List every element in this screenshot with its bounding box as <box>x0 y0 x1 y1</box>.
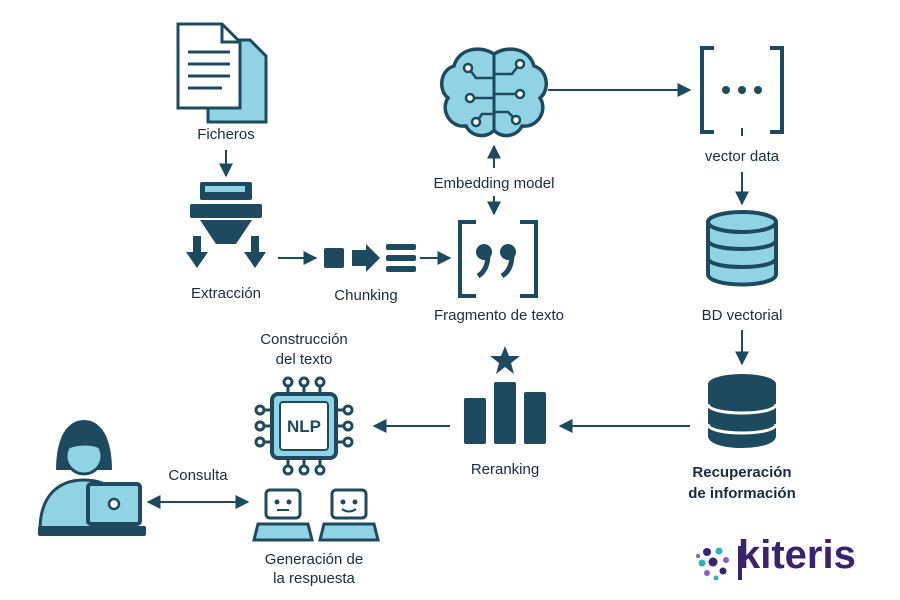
robots-icon <box>252 488 380 542</box>
label-vector-data: vector data <box>704 148 780 165</box>
label-consulta: Consulta <box>168 467 228 484</box>
label-construccion-line1: Construcción <box>260 331 348 348</box>
label-recuperacion-line1: Recuperación <box>692 464 792 481</box>
label-ficheros: Ficheros <box>197 126 255 143</box>
label-fragmento: Fragmento de texto <box>433 307 565 324</box>
label-extraccion: Extracción <box>190 285 262 302</box>
label-generacion-line2: la respuesta <box>273 570 355 587</box>
brain-icon <box>440 47 548 138</box>
nlp-chip-icon: NLP <box>254 376 354 476</box>
reranking-icon <box>464 346 546 444</box>
label-bd-vectorial: BD vectorial <box>701 307 783 324</box>
vector-data-icon <box>700 46 784 136</box>
label-construccion-line2: del texto <box>275 351 333 368</box>
label-recuperacion-line2: de información <box>688 485 796 502</box>
label-reranking: Reranking <box>470 461 540 478</box>
extraction-icon <box>186 182 266 268</box>
quote-icon <box>458 220 538 298</box>
label-embedding-model: Embedding model <box>433 175 555 192</box>
kiteris-logo-mark <box>696 546 742 581</box>
chunking-icon <box>324 244 416 272</box>
database-icon <box>706 210 778 287</box>
label-generacion-line1: Generación de <box>264 551 364 568</box>
chip-text: NLP <box>287 417 321 436</box>
user-laptop-icon <box>38 420 146 536</box>
documents-icon <box>176 22 268 124</box>
label-chunking: Chunking <box>334 287 398 304</box>
retrieval-database-icon <box>706 374 778 448</box>
kiteris-logo-text: kiteris <box>738 533 856 577</box>
